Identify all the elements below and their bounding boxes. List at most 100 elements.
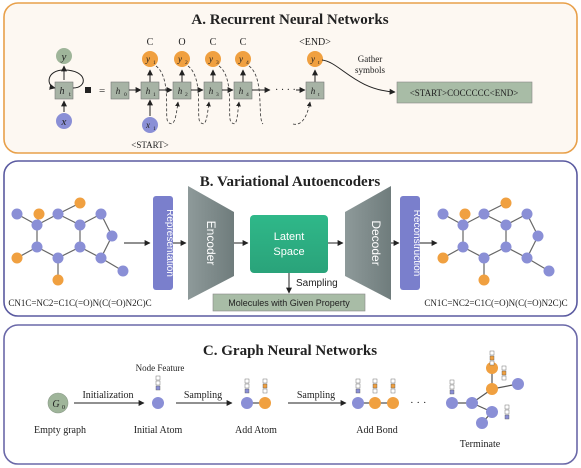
feature-cell xyxy=(244,378,250,384)
feature-cell xyxy=(489,355,495,361)
feature-cell xyxy=(355,378,361,384)
smiles-left: CN1C=NC2=C1C(=O)N(C(=O)N2C)C xyxy=(8,298,151,308)
latent-space-block xyxy=(250,215,328,273)
rnn-h-cell xyxy=(54,81,74,100)
atom-node xyxy=(500,197,512,209)
terminate-node xyxy=(512,378,524,390)
rnn-output-node xyxy=(307,51,323,67)
rnn-x1-label: x xyxy=(145,120,150,130)
stage-label-add-atom: Add Atom xyxy=(235,425,277,436)
add-atom-node-1 xyxy=(241,397,253,409)
rnn-hidden-sub: 3 xyxy=(216,92,219,98)
add-atom-features xyxy=(244,378,268,394)
bond-node xyxy=(352,397,364,409)
atom-node xyxy=(500,219,512,231)
rnn-hidden-label: h xyxy=(178,86,183,96)
feature-cell xyxy=(390,378,396,384)
vae-panel-title: B. Variational Autoencoders xyxy=(200,174,381,190)
stage-label-empty: Empty graph xyxy=(34,425,86,436)
feature-cell xyxy=(355,383,361,389)
atom-node xyxy=(95,208,107,220)
feature-cell xyxy=(262,383,268,389)
rnn-output-node xyxy=(205,51,221,67)
encoder-label: Encoder xyxy=(204,221,218,266)
rnn-output-sub: 2 xyxy=(185,60,188,66)
feature-cell xyxy=(262,388,268,394)
atom-node xyxy=(11,252,23,264)
stage-label-initial: Initial Atom xyxy=(134,425,183,436)
rnn-hidden-sub: 4 xyxy=(246,92,249,98)
sampling-label-1: Sampling xyxy=(184,390,222,401)
feature-cell xyxy=(504,414,510,420)
terminate-graph xyxy=(446,350,524,429)
gnn-ellipsis: · · · xyxy=(410,397,427,409)
rnn-output-token: <END> xyxy=(299,37,331,48)
feature-cell xyxy=(372,388,378,394)
rnn-h0-label: h xyxy=(116,86,121,96)
representation-block xyxy=(153,196,173,290)
rnn-gather-label-1: Gather xyxy=(358,54,383,64)
rnn-hidden-sub: 1 xyxy=(153,92,156,98)
terminate-node xyxy=(486,383,498,395)
vae-output-molecule xyxy=(437,197,555,286)
rnn-output-label: y xyxy=(177,54,182,64)
feature-cell xyxy=(155,385,161,391)
property-box xyxy=(212,293,366,312)
empty-graph-sub: 0 xyxy=(62,405,65,411)
atom-node xyxy=(457,241,469,253)
atom-node xyxy=(74,219,86,231)
rnn-gather-label-2: symbols xyxy=(355,65,386,75)
rnn-y-label: y xyxy=(61,51,67,63)
terminate-node xyxy=(486,406,498,418)
rnn-output-node xyxy=(174,51,190,67)
rnn-hidden-label: h xyxy=(311,86,316,96)
rnn-hidden-label: h xyxy=(146,86,151,96)
rnn-y-node xyxy=(56,48,72,64)
empty-graph-label: G xyxy=(52,399,59,410)
initialization-label: Initialization xyxy=(82,390,133,401)
feature-cell xyxy=(504,404,510,410)
empty-graph-node xyxy=(47,392,69,414)
atom-node xyxy=(95,252,107,264)
atom-node xyxy=(437,252,449,264)
rnn-output-label: y xyxy=(208,54,213,64)
atom-node xyxy=(543,265,555,277)
feature-cell xyxy=(449,384,455,390)
atom-node xyxy=(31,241,43,253)
feature-cell xyxy=(501,375,507,381)
feature-cell xyxy=(155,380,161,386)
rnn-output-sub: 4 xyxy=(246,60,249,66)
atom-node xyxy=(532,230,544,242)
encoder-block xyxy=(188,186,234,300)
atom-node xyxy=(521,252,533,264)
feature-cell xyxy=(489,350,495,356)
rnn-result-box xyxy=(396,81,533,104)
rnn-output-sub: t xyxy=(318,60,320,66)
rnn-x1-sub: 1 xyxy=(153,126,156,132)
vae-input-molecule xyxy=(11,197,129,286)
rnn-start-label: <START> xyxy=(131,140,168,150)
smiles-right: CN1C=NC2=C1C(=O)N(C(=O)N2C)C xyxy=(424,298,567,308)
atom-node xyxy=(52,252,64,264)
feature-cell xyxy=(449,379,455,385)
atom-node xyxy=(31,219,43,231)
rnn-output-label: y xyxy=(238,54,243,64)
feature-cell xyxy=(504,409,510,415)
atom-node xyxy=(478,208,490,220)
feature-cell xyxy=(501,365,507,371)
bond-node xyxy=(387,397,399,409)
rnn-output-sub: 1 xyxy=(153,60,156,66)
feature-cell xyxy=(355,388,361,394)
decoder-block xyxy=(345,186,391,300)
atom-node xyxy=(478,252,490,264)
feature-cell xyxy=(489,360,495,366)
latent-label-2: Space xyxy=(273,246,304,258)
atom-node xyxy=(106,230,118,242)
rnn-delay-square xyxy=(85,87,91,93)
rnn-output-token: C xyxy=(240,37,247,48)
atom-node xyxy=(457,219,469,231)
bond-node xyxy=(369,397,381,409)
